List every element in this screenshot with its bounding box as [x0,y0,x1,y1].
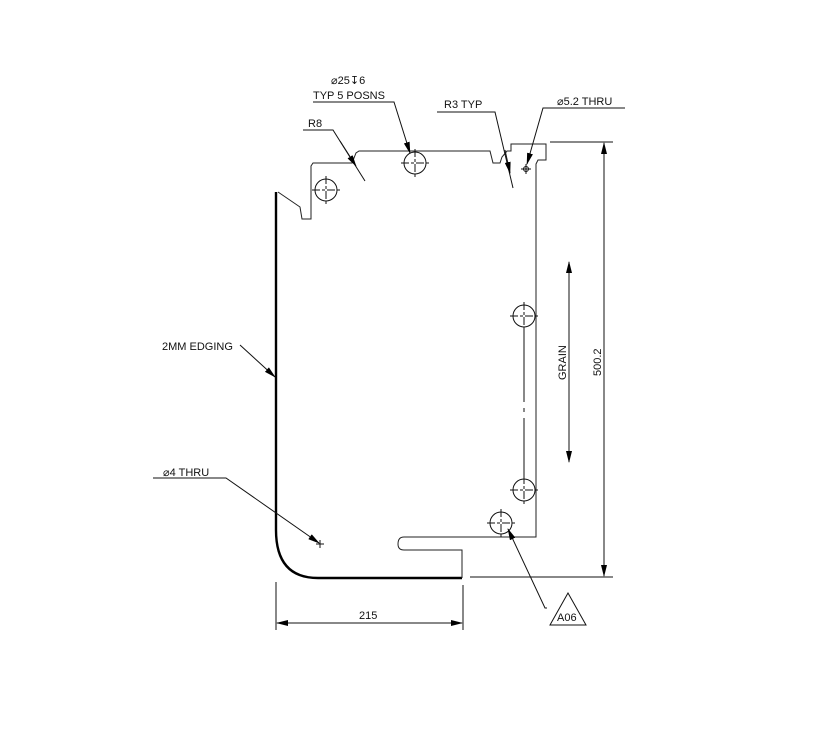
hole-4-thru [316,540,324,548]
grain-label: GRAIN [557,345,569,380]
edging-label: 2MM EDGING [162,341,233,353]
counterbore-holes [312,149,538,537]
callout-hole-4: ⌀4 THRU [153,467,320,544]
hole-4-label: ⌀4 THRU [163,467,209,479]
hole-4 [510,476,538,504]
hole-5-2 [521,164,531,174]
hole-1 [312,176,340,204]
callout-r3: R3 TYP [437,99,514,189]
height-value: 500.2 [592,348,604,376]
callout-r8: R8 [303,118,366,182]
width-dimension: 215 [275,582,464,630]
callout-counterbore: ⌀25↧6 TYP 5 POSNS [313,75,411,154]
edging-edge [274,192,462,580]
hole-3 [510,302,538,330]
hole-5-2-label: ⌀5.2 THRU [557,96,612,108]
counterbore-label-line1: ⌀25↧6 [331,75,365,87]
r8-label: R8 [308,118,322,130]
hole-5 [487,509,515,537]
datum-tag-label: A06 [557,612,577,624]
part-profile [277,143,547,578]
height-dimension: 500.2 [470,141,613,578]
counterbore-label-line2: TYP 5 POSNS [313,90,385,102]
callout-edging: 2MM EDGING [162,341,276,378]
width-value: 215 [359,610,377,622]
callout-hole-5-2: ⌀5.2 THRU [526,96,625,165]
hole-2 [401,149,429,177]
datum-tag-a06: A06 [507,528,587,626]
grain-indicator: GRAIN [557,261,572,463]
r3-label: R3 TYP [444,99,482,111]
